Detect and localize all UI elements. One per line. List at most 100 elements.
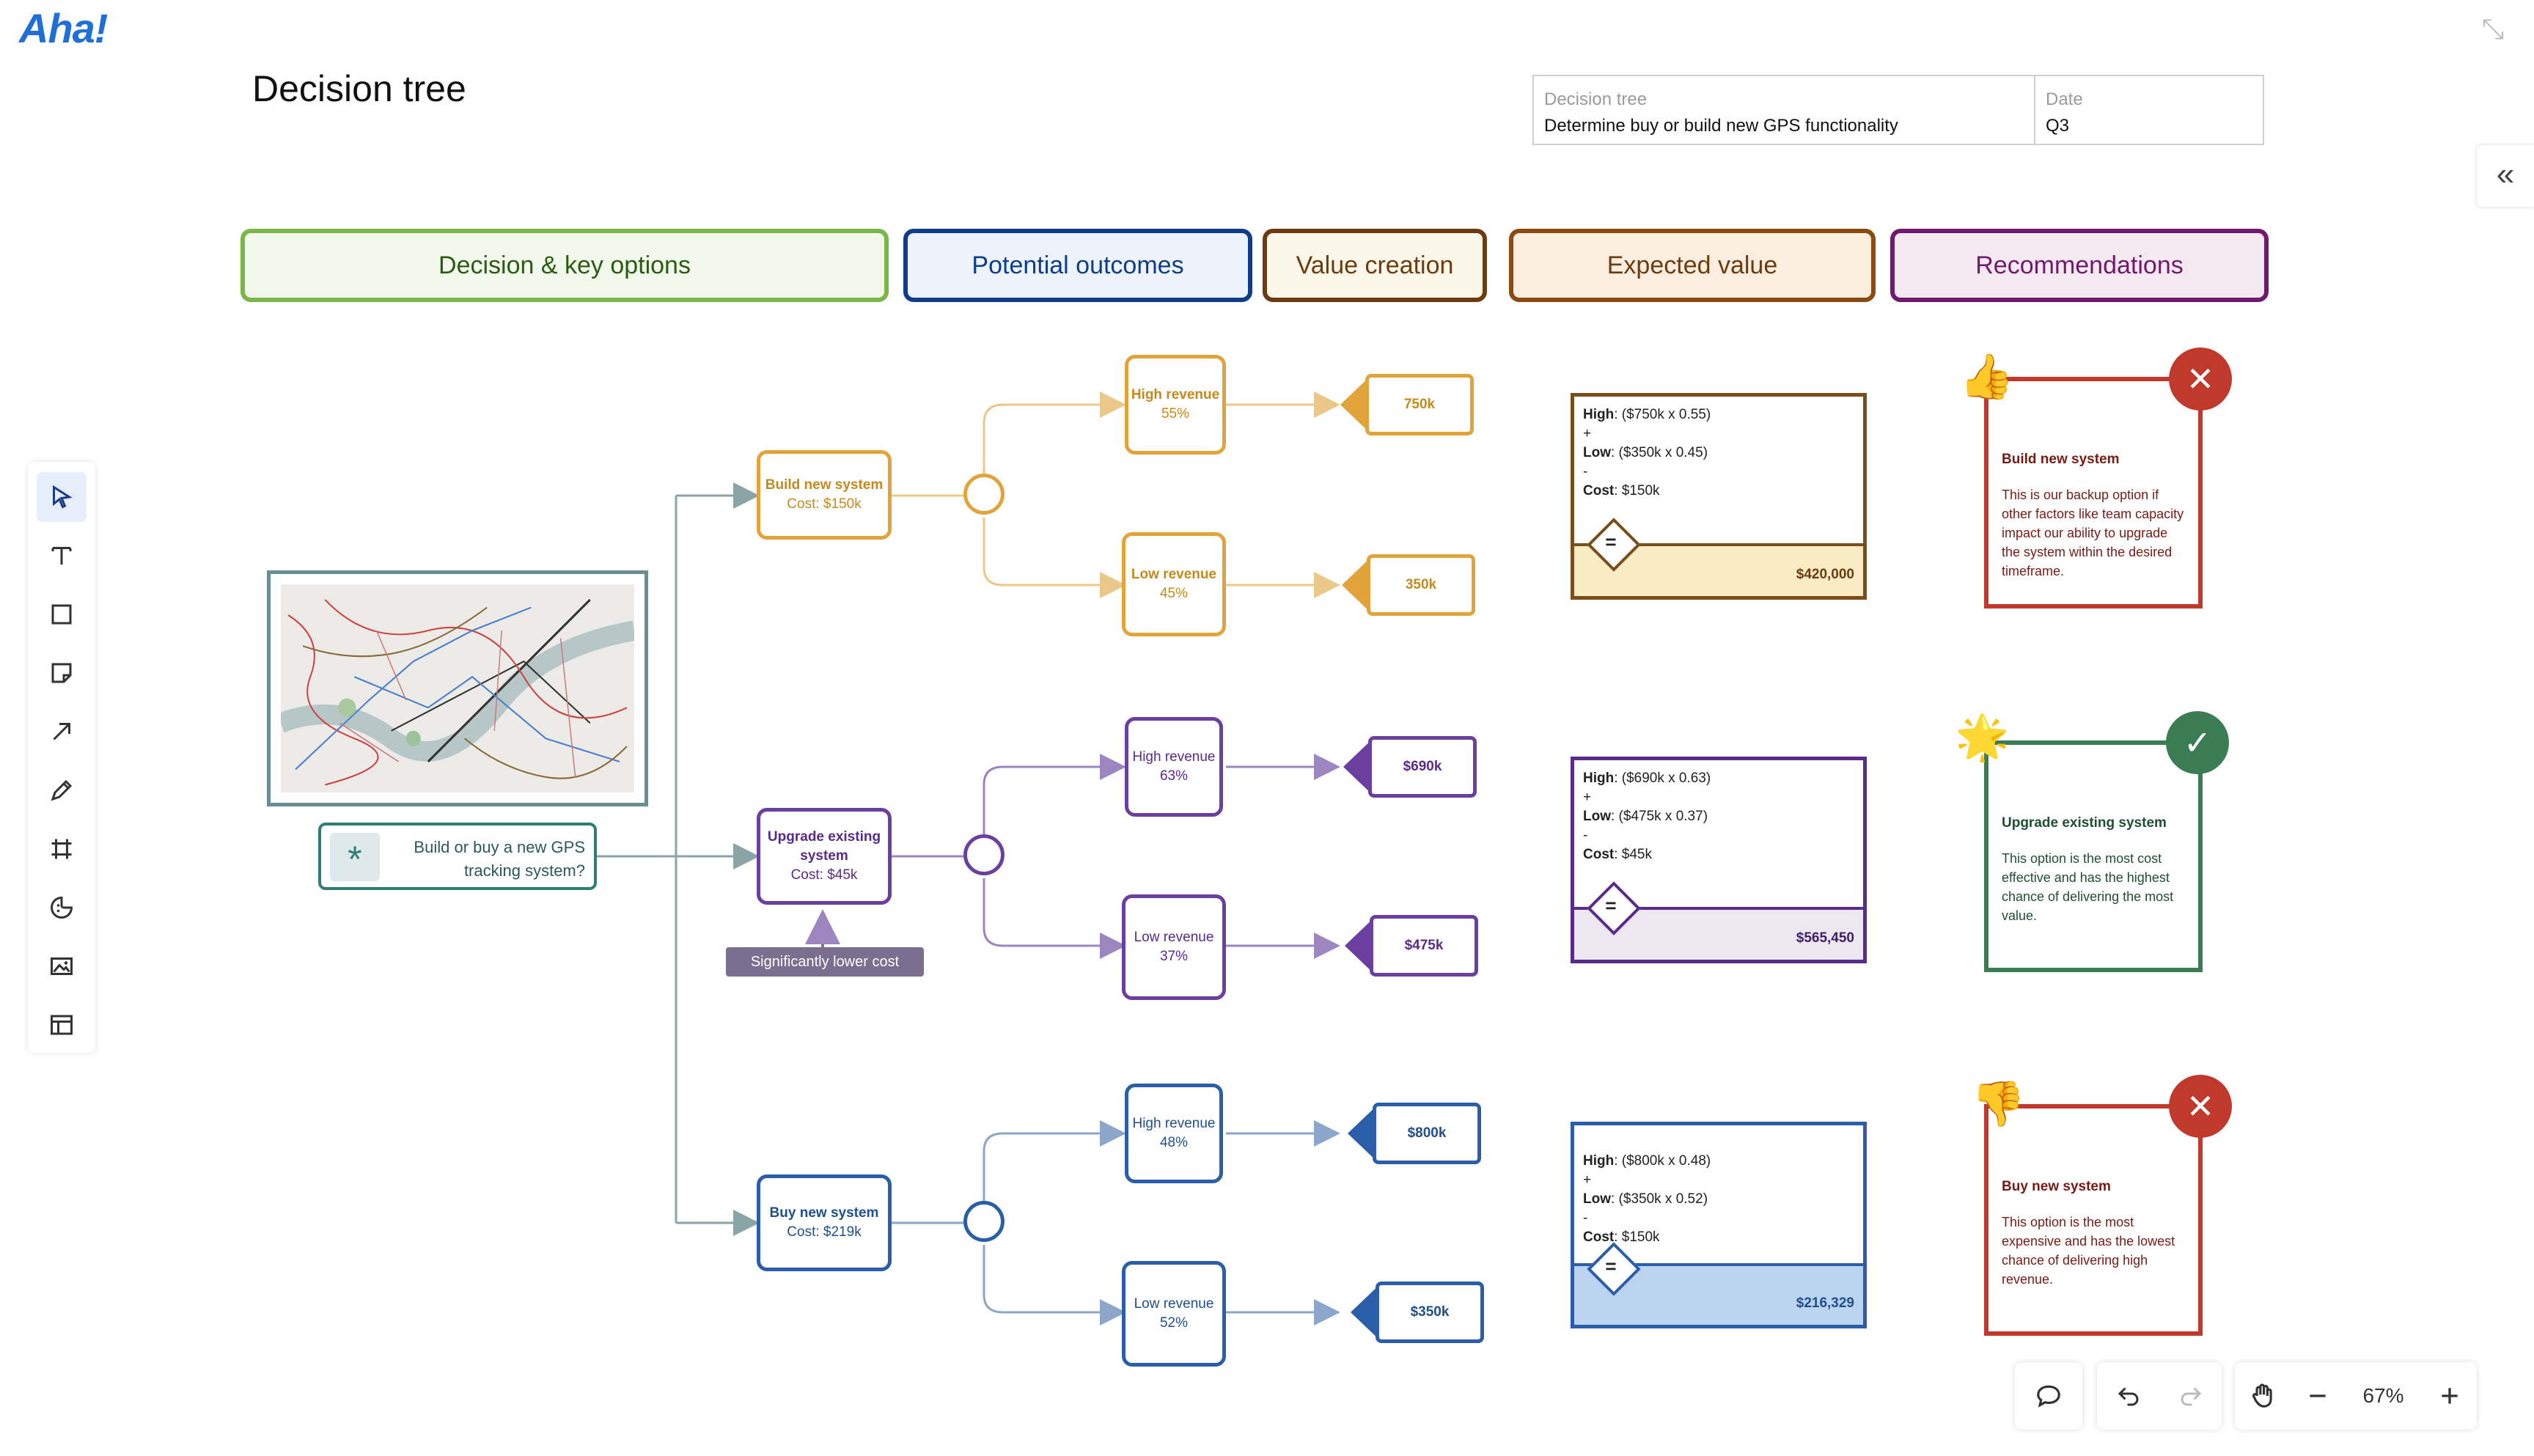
outcome-pct: 37% (1159, 949, 1189, 964)
thumbs-up-icon[interactable]: 👍 (1959, 352, 2014, 401)
outcome-pct: 45% (1159, 586, 1189, 601)
option-cost: Cost: $150k (787, 496, 862, 512)
option-name: Buy new system (769, 1205, 879, 1221)
left-toolbar (28, 462, 95, 1053)
outcome-pct: 63% (1159, 768, 1189, 784)
sticky-note-icon[interactable] (37, 648, 87, 698)
outcome-low-revenue[interactable]: Low revenue 37% (1122, 894, 1226, 1000)
recommendation-buy[interactable]: Buy new system This option is the most e… (1984, 1104, 2203, 1336)
hand-pan-icon[interactable] (2241, 1374, 2285, 1418)
value-750k[interactable]: 750k (1365, 374, 1474, 435)
option-cost: Cost: $219k (787, 1224, 862, 1240)
outcome-low-revenue[interactable]: Low revenue 52% (1122, 1261, 1226, 1367)
option-buy-new-system[interactable]: Buy new system Cost: $219k (757, 1174, 892, 1271)
outcome-high-revenue[interactable]: High revenue 63% (1125, 717, 1223, 817)
column-decision-options[interactable]: Decision & key options (240, 229, 889, 302)
value-350k[interactable]: 350k (1367, 554, 1475, 616)
reject-badge-icon[interactable]: ✕ (2169, 348, 2232, 411)
page-title[interactable]: Decision tree (252, 68, 466, 109)
decision-cell[interactable]: Decision tree Determine buy or build new… (1534, 76, 2035, 144)
select-icon[interactable] (37, 472, 87, 522)
outcome-label: Low revenue (1134, 930, 1214, 945)
asterisk-icon: * (330, 833, 380, 881)
expected-value-build[interactable]: High: ($750k x 0.55) + Low: ($350k x 0.4… (1571, 393, 1867, 600)
root-question-node[interactable]: * Build or buy a new GPS tracking system… (318, 823, 597, 890)
history-group (2097, 1362, 2222, 1430)
outcome-label: High revenue (1132, 1116, 1216, 1131)
aha-logo[interactable]: Aha! (19, 5, 108, 51)
zoom-out-icon[interactable] (2296, 1374, 2340, 1418)
zoom-level[interactable]: 67% (2362, 1384, 2404, 1407)
value-350k[interactable]: $350k (1376, 1282, 1484, 1343)
lower-cost-callout[interactable]: Significantly lower cost (726, 947, 924, 977)
expected-value-upgrade[interactable]: High: ($690k x 0.63) + Low: ($475k x 0.3… (1571, 757, 1867, 963)
outcome-pct: 55% (1161, 406, 1190, 422)
gps-map (281, 584, 634, 793)
meta-table: Decision tree Determine buy or build new… (1532, 75, 2264, 145)
option-upgrade-existing-system[interactable]: Upgrade existing system Cost: $45k (757, 808, 892, 905)
outcome-label: Low revenue (1134, 1296, 1214, 1312)
rec-title: Buy new system (2002, 1179, 2111, 1194)
rec-body: This option is the most cost effective a… (2002, 851, 2174, 923)
sticker-icon[interactable] (37, 883, 87, 933)
rec-body: This is our backup option if other facto… (2002, 488, 2184, 578)
comment-group (2015, 1362, 2082, 1430)
thumbs-down-icon[interactable]: 👎 (1971, 1079, 2026, 1128)
reject-badge-icon[interactable]: ✕ (2169, 1075, 2232, 1138)
template-icon[interactable] (37, 1000, 87, 1050)
map-image[interactable] (267, 570, 648, 806)
outcome-label: Low revenue (1131, 567, 1217, 582)
decision-label: Decision tree (1544, 89, 1648, 109)
column-potential-outcomes[interactable]: Potential outcomes (903, 229, 1252, 302)
comment-icon[interactable] (2027, 1374, 2071, 1418)
rec-title: Upgrade existing system (2002, 815, 2167, 831)
image-icon[interactable] (37, 941, 87, 991)
ev-formula: High: ($750k x 0.55) + Low: ($350k x 0.4… (1583, 407, 1711, 499)
ev-band (1574, 543, 1863, 596)
option-cost: Cost: $45k (790, 867, 858, 883)
column-value-creation[interactable]: Value creation (1263, 229, 1487, 302)
arrow-icon[interactable] (37, 707, 87, 757)
expand-panel-button[interactable]: « (2477, 145, 2534, 207)
equals-icon: = (1605, 1255, 1617, 1277)
date-label: Date (2046, 89, 2083, 109)
zoom-in-icon[interactable] (2428, 1374, 2472, 1418)
pen-icon[interactable] (37, 765, 87, 815)
recommendation-upgrade[interactable]: Upgrade existing system This option is t… (1984, 740, 2203, 972)
value-690k[interactable]: $690k (1368, 736, 1477, 798)
frame-icon[interactable] (37, 824, 87, 874)
chance-node[interactable] (963, 474, 1005, 515)
approve-badge-icon[interactable]: ✓ (2166, 711, 2229, 774)
expected-value-buy[interactable]: High: ($800k x 0.48) + Low: ($350k x 0.5… (1571, 1122, 1867, 1328)
chance-node[interactable] (963, 1201, 1005, 1242)
star-icon[interactable]: 🌟 (1955, 713, 2010, 762)
outcome-label: High revenue (1132, 749, 1216, 765)
option-build-new-system[interactable]: Build new system Cost: $150k (757, 450, 892, 540)
ev-formula: High: ($800k x 0.48) + Low: ($350k x 0.5… (1583, 1153, 1711, 1245)
column-expected-value[interactable]: Expected value (1509, 229, 1876, 302)
value-800k[interactable]: $800k (1373, 1103, 1481, 1164)
outcome-pct: 52% (1159, 1315, 1189, 1331)
option-name: Upgrade existing system (767, 829, 881, 864)
zoom-group: 67% (2235, 1362, 2477, 1430)
option-name: Build new system (765, 477, 884, 493)
outcome-label: High revenue (1131, 387, 1220, 402)
date-cell[interactable]: Date Q3 (2035, 76, 2263, 144)
outcome-high-revenue[interactable]: High revenue 55% (1125, 355, 1226, 455)
collapse-screen-icon[interactable]: ⤡ (2481, 14, 2505, 45)
chance-node[interactable] (963, 834, 1005, 875)
column-recommendations[interactable]: Recommendations (1890, 229, 2269, 302)
ev-total: $420,000 (1796, 567, 1854, 582)
outcome-pct: 48% (1159, 1135, 1189, 1150)
text-icon[interactable] (37, 531, 87, 581)
outcome-low-revenue[interactable]: Low revenue 45% (1122, 532, 1226, 636)
rectangle-icon[interactable] (37, 589, 87, 639)
date-value: Q3 (2046, 116, 2070, 136)
outcome-high-revenue[interactable]: High revenue 48% (1125, 1084, 1223, 1183)
recommendation-build[interactable]: Build new system This is our backup opti… (1984, 377, 2203, 608)
ev-formula: High: ($690k x 0.63) + Low: ($475k x 0.3… (1583, 771, 1711, 862)
value-475k[interactable]: $475k (1370, 915, 1478, 977)
redo-icon[interactable] (2169, 1374, 2213, 1418)
undo-icon[interactable] (2107, 1374, 2151, 1418)
